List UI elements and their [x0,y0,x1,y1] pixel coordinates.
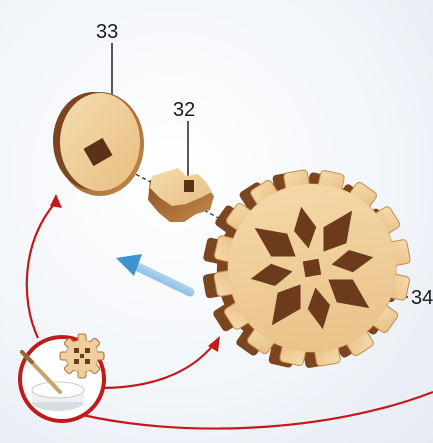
connector-part-label: 32 [173,100,195,120]
washer-part [53,92,144,196]
glue-arrow-to-gear [100,336,220,388]
gear-part-label: 34 [411,288,433,308]
small-gear-icon [60,334,104,378]
glue-arrow-to-washer [27,194,62,338]
washer-part-label: 33 [96,22,118,42]
glue-arrow-offpage [70,392,433,429]
gear-part [164,127,433,411]
glue-pot-icon [32,382,84,411]
connector-part [148,168,214,222]
motion-arrow-icon [116,254,190,292]
glue-callout [20,334,104,421]
